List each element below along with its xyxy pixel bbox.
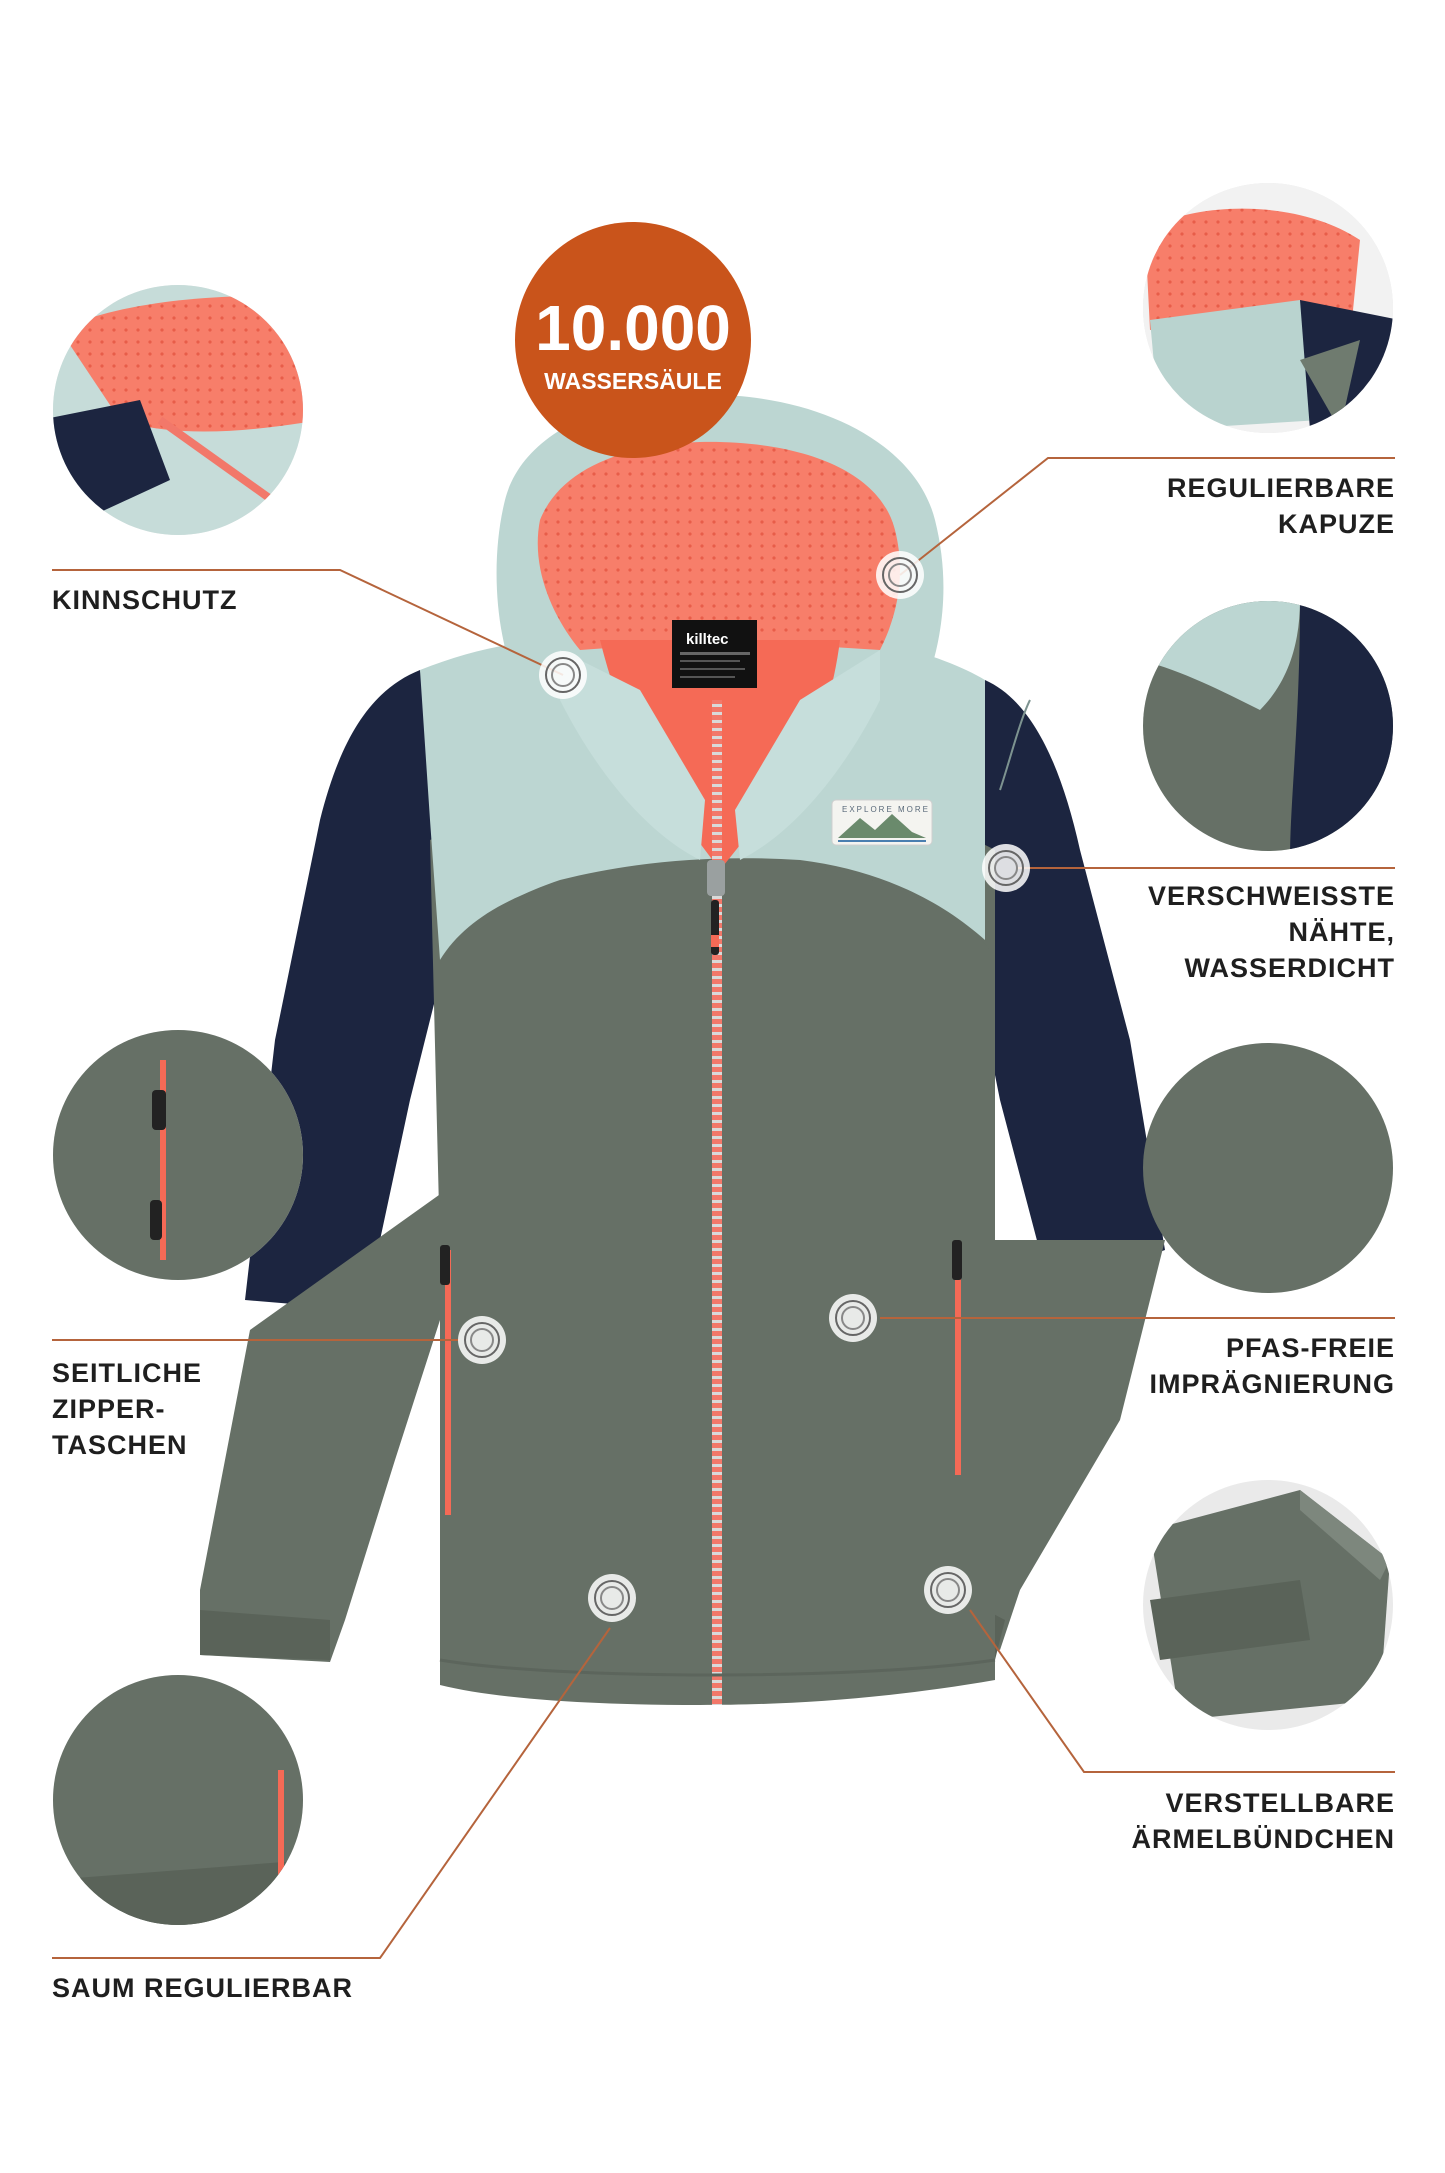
- label-impraegnierung: PFAS-FREIE IMPRÄGNIERUNG: [1149, 1330, 1395, 1402]
- detail-naehte: [1143, 601, 1393, 851]
- label-kapuze: REGULIERBARE KAPUZE: [1167, 470, 1395, 542]
- hood-lining: [537, 441, 900, 650]
- label-line: SAUM REGULIERBAR: [52, 1973, 354, 2003]
- badge-value: 10.000: [535, 292, 731, 364]
- detail-kapuze: [1143, 183, 1393, 433]
- brand-label: killtec: [672, 620, 757, 688]
- leader-aermel: [969, 1609, 1395, 1773]
- detail-impraegnierung: [1143, 1043, 1393, 1293]
- label-line: VERSTELLBARE: [1165, 1788, 1395, 1818]
- hotspot-ring-icon[interactable]: [458, 1316, 506, 1364]
- label-kinnschutz: KINNSCHUTZ: [52, 582, 238, 618]
- jacket: killtec EXPLORE MORE: [200, 394, 1165, 1705]
- label-taschen: SEITLICHE ZIPPER- TASCHEN: [52, 1355, 202, 1463]
- brand-label-text: killtec: [686, 631, 729, 648]
- hotspot-ring-icon[interactable]: [539, 651, 587, 699]
- left-sleeve-lower: [200, 1180, 460, 1662]
- label-saum: SAUM REGULIERBAR: [52, 1970, 353, 2006]
- detail-saum: [53, 1675, 303, 1925]
- right-sleeve-upper: [960, 680, 1165, 1290]
- label-line: KINNSCHUTZ: [52, 585, 238, 615]
- label-line: PFAS-FREIE: [1225, 1333, 1395, 1363]
- detail-aermel: [1143, 1480, 1393, 1730]
- label-line: SEITLICHE: [52, 1358, 203, 1388]
- hotspots: [458, 551, 1030, 1622]
- patch-text: EXPLORE MORE: [842, 805, 930, 814]
- explore-more-patch: EXPLORE MORE: [831, 799, 933, 846]
- label-line: VERSCHWEISSTE: [1147, 881, 1395, 911]
- label-naehte: VERSCHWEISSTE NÄHTE, WASSERDICHT: [1148, 878, 1395, 986]
- detail-kinnschutz: [53, 285, 303, 535]
- label-aermel: VERSTELLBARE ÄRMELBÜNDCHEN: [1132, 1785, 1396, 1857]
- leader-kinnschutz: [52, 569, 564, 676]
- label-line: IMPRÄGNIERUNG: [1149, 1369, 1395, 1399]
- label-line: NÄHTE,: [1288, 917, 1395, 947]
- detail-taschen: [53, 1030, 303, 1280]
- leader-kapuze: [899, 457, 1395, 576]
- wassersaeule-badge: 10.000 WASSERSÄULE: [515, 222, 751, 458]
- hotspot-ring-icon[interactable]: [924, 1566, 972, 1614]
- hotspot-ring-icon[interactable]: [982, 844, 1030, 892]
- label-line: KAPUZE: [1277, 509, 1395, 539]
- hotspot-ring-icon[interactable]: [876, 551, 924, 599]
- label-line: ZIPPER-: [52, 1394, 166, 1424]
- left-pocket-zipper: [445, 1250, 451, 1515]
- main-zipper: [712, 700, 722, 1705]
- hotspot-ring-icon[interactable]: [829, 1294, 877, 1342]
- label-line: TASCHEN: [52, 1430, 188, 1460]
- badge-caption: WASSERSÄULE: [544, 368, 722, 394]
- leader-saum: [52, 1627, 611, 1959]
- label-line: REGULIERBARE: [1166, 473, 1395, 503]
- label-line: WASSERDICHT: [1184, 953, 1395, 983]
- label-line: ÄRMELBÜNDCHEN: [1131, 1824, 1395, 1854]
- hotspot-ring-icon[interactable]: [588, 1574, 636, 1622]
- leader-lines: [52, 457, 1395, 1959]
- right-pocket-zipper: [955, 1245, 961, 1475]
